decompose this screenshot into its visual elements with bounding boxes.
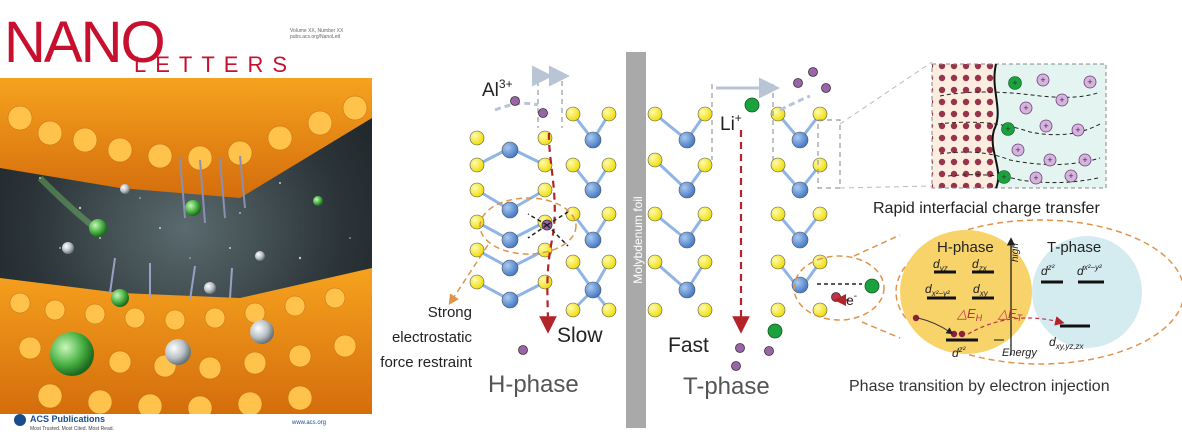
slow-diffusion-arrow xyxy=(539,132,557,334)
svg-text:+: + xyxy=(1059,95,1064,105)
h-orbital-dz2: dz² xyxy=(952,345,966,360)
t-phase-label: T-phase xyxy=(683,373,770,400)
restraint-line-1: Strong xyxy=(428,304,472,321)
h-orbital-dyz: dyz xyxy=(933,257,948,273)
inset-cations xyxy=(1011,73,1097,185)
cover-issue-info: Volume XX, Number XX pubs.acs.org/NanoLe… xyxy=(290,28,344,40)
acs-website: www.acs.org xyxy=(292,420,327,426)
svg-text:+: + xyxy=(1005,124,1010,134)
acs-tagline: Most Trusted. Most Cited. Most Read. xyxy=(30,426,114,432)
molybdenum-foil: Molybdenum foil xyxy=(626,52,646,428)
svg-text:+: + xyxy=(1082,155,1087,165)
journal-cover: NANO LETTERS Volume XX, Number XX pubs.a… xyxy=(0,0,372,444)
rapid-transfer-label: Rapid interfacial charge transfer xyxy=(873,200,1100,217)
svg-text:+: + xyxy=(1015,145,1020,155)
fast-label: Fast xyxy=(668,334,709,357)
svg-text:+: + xyxy=(1087,77,1092,87)
restraint-callout xyxy=(448,244,489,306)
svg-text:+: + xyxy=(1068,171,1073,181)
cover-ions xyxy=(37,175,323,376)
cover-title-nano: NANO xyxy=(4,10,166,75)
electron-injection-arrow xyxy=(917,317,954,335)
svg-text:+: + xyxy=(1040,75,1045,85)
orbital-levels xyxy=(927,270,1104,342)
inset-h-phase-title: H-phase xyxy=(937,239,994,256)
plus-signs: + + + + + + + + + + + + + + xyxy=(1001,75,1092,183)
interface-inset: + + + + + + + + + + + + + + xyxy=(931,63,1107,189)
t-orbital-dz2: dz² xyxy=(1041,263,1055,278)
cover-title-letters: LETTERS xyxy=(134,52,297,77)
phase-transition-label: Phase transition by electron injection xyxy=(849,378,1110,395)
bottom-mos2-layer xyxy=(0,257,372,414)
t-phase-highlight xyxy=(793,255,885,321)
li-ions-green xyxy=(744,97,880,339)
restraint-line-3: force restraint xyxy=(380,354,473,371)
slow-label: Slow xyxy=(557,324,603,347)
acs-logo-icon xyxy=(14,414,26,426)
inset-li-ions xyxy=(997,76,1022,184)
al-ion-label: Al3+ xyxy=(482,77,513,101)
svg-text:+: + xyxy=(1047,155,1052,165)
top-mos2-layer xyxy=(0,78,372,224)
svg-text:+: + xyxy=(1043,121,1048,131)
energy-level-inset: high Energy H-phase T-phase dyz dzx dx²−… xyxy=(895,219,1182,365)
t-orbital-dxyz: dxy,yz,zx xyxy=(1049,335,1085,351)
delta-e-t: △ET xyxy=(997,306,1024,323)
interface-callout-top xyxy=(839,61,933,125)
h-phase-atoms xyxy=(469,106,617,318)
svg-text:+: + xyxy=(1023,103,1028,113)
restraint-line-2: electrostatic xyxy=(392,329,473,346)
cover-artwork xyxy=(0,78,372,414)
schematic-diagram: Molybdenum foil xyxy=(380,52,1182,428)
inset-t-phase-title: T-phase xyxy=(1047,239,1101,256)
t-orbital-dx2y2: dx²−y² xyxy=(1077,263,1102,278)
svg-text:+: + xyxy=(1001,172,1006,182)
acs-publications: ACS Publications xyxy=(30,414,106,424)
h-phase-highlight xyxy=(479,197,577,255)
t-phase-atoms xyxy=(647,106,828,318)
svg-text:+: + xyxy=(1075,125,1080,135)
li-ion-label: Li+ xyxy=(720,111,742,135)
h-orbital-dzx: dzx xyxy=(972,257,988,273)
inset-callout-top xyxy=(853,234,901,257)
h-orbital-dxy: dxy xyxy=(973,282,989,298)
li-path-grey xyxy=(779,94,811,112)
inset-callout-bottom xyxy=(861,321,901,339)
energy-label: Energy xyxy=(1002,347,1038,359)
electrostatic-lines xyxy=(527,211,862,285)
interface-callout-bottom xyxy=(839,185,933,189)
h-orbital-dx2y2: dx²−y² xyxy=(925,282,950,298)
h-phase-label: H-phase xyxy=(488,371,579,398)
foil-label: Molybdenum foil xyxy=(631,196,645,283)
high-label: high xyxy=(1010,243,1021,262)
electrons-in-dz2 xyxy=(912,314,966,338)
electron-label: e- xyxy=(846,291,857,308)
transition-arrow xyxy=(967,316,1065,335)
interface-boundary xyxy=(991,63,1000,189)
layer-spacing-indicators xyxy=(537,72,841,189)
delta-e-h: △EH xyxy=(956,306,983,323)
svg-text:+: + xyxy=(1012,78,1017,88)
svg-text:+: + xyxy=(1033,173,1038,183)
